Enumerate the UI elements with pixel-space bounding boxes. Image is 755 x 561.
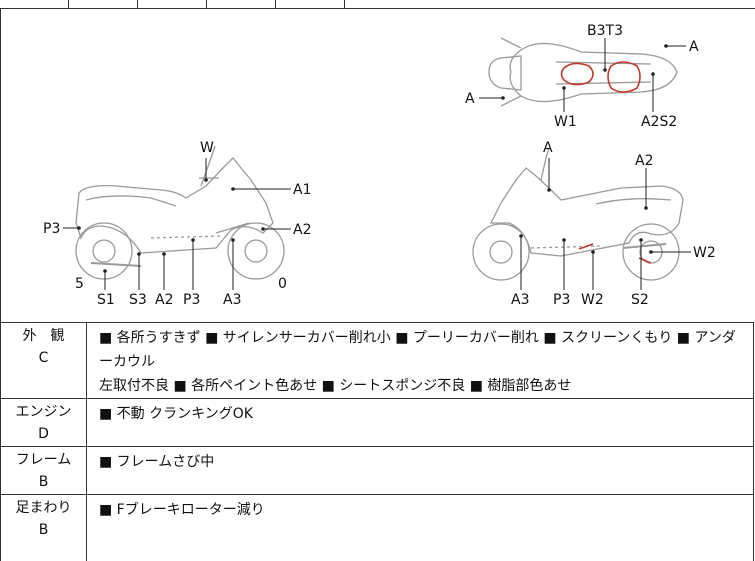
condition-description: ■ Fブレーキローター減り: [99, 498, 745, 522]
label-right: W2: [693, 245, 716, 261]
label-top: A: [465, 91, 475, 107]
condition-row-engine: エンジン D ■ 不動 クランキングOK: [0, 398, 754, 446]
damage-diagram: W A1 A2 P3 5 S1 S3 A2 P3 A3 0 A A2 W2 A3…: [0, 8, 755, 322]
fork: [215, 222, 250, 234]
header-divider: [344, 0, 345, 8]
diagram-labels: W A1 A2 P3 5 S1 S3 A2 P3 A3 0 A A2 W2 A3…: [43, 23, 716, 308]
seat-line: [85, 195, 177, 207]
seat-damage-rear: [607, 61, 641, 93]
label-top: A: [689, 39, 699, 55]
leader-dots: [77, 44, 668, 273]
header-strip: [0, 0, 755, 9]
label-right: W2: [581, 292, 604, 308]
scooter-left-side-view: [75, 145, 285, 280]
grade-label: B: [38, 522, 49, 538]
label-right: P3: [553, 292, 570, 308]
header-divider: [68, 0, 69, 8]
label-left: W: [200, 140, 214, 156]
category-cell: フレーム B: [1, 447, 87, 494]
category-label: エンジン: [15, 404, 72, 420]
damage-mark: [578, 243, 594, 250]
category-label: 外 観: [22, 328, 65, 344]
label-left: P3: [183, 292, 200, 308]
grade-label: B: [38, 474, 49, 490]
body-outline: [489, 167, 684, 257]
category-cell: 足まわり B: [1, 495, 87, 561]
category-label: フレーム: [15, 452, 72, 468]
description-line: ■ 不動 クランキングOK: [99, 406, 253, 422]
seat-line: [595, 198, 672, 205]
label-left: 0: [278, 276, 287, 292]
condition-description: ■ フレームさび中: [99, 450, 745, 474]
front-cowl: [488, 55, 522, 91]
rear-hub: [92, 239, 116, 263]
category-cell: 外 観 C: [1, 323, 87, 398]
front-wheel: [227, 222, 285, 280]
condition-row-suspension: 足まわり B ■ Fブレーキローター減り: [0, 494, 754, 561]
label-left: P3: [43, 221, 60, 237]
handlebar-stem: [200, 145, 216, 187]
condition-description: ■ 各所うすきず ■ サイレンサーカバー削れ小 ■ プーリーカバー削れ ■ スク…: [99, 326, 745, 398]
scooter-diagram-svg: W A1 A2 P3 5 S1 S3 A2 P3 A3 0 A A2 W2 A3…: [43, 23, 716, 308]
description-line: ■ フレームさび中: [99, 454, 215, 470]
label-top: B3T3: [587, 23, 623, 39]
condition-row-frame: フレーム B ■ フレームさび中: [0, 446, 754, 494]
front-wheel: [472, 223, 530, 281]
scooter-right-side-view: [472, 147, 684, 281]
description-line: ■ 各所うすきず ■ サイレンサーカバー削れ小 ■ プーリーカバー削れ ■ スク…: [99, 330, 736, 370]
label-left: A1: [293, 182, 311, 198]
label-left: S1: [97, 292, 115, 308]
seat-damage-front: [560, 62, 594, 86]
step-dashed: [530, 245, 602, 249]
header-divider: [206, 0, 207, 8]
front-hub: [489, 240, 513, 264]
label-left: A2: [155, 292, 173, 308]
category-label: 足まわり: [15, 500, 72, 516]
condition-description: ■ 不動 クランキングOK: [99, 402, 745, 426]
label-top: W1: [554, 114, 577, 130]
handlebar-grips: [500, 37, 522, 107]
header-divider: [137, 0, 138, 8]
body-outline: [509, 42, 678, 103]
muffler: [622, 243, 667, 249]
label-left: A3: [223, 292, 241, 308]
damage-marks-top: [560, 61, 641, 93]
condition-table: 外 観 C ■ 各所うすきず ■ サイレンサーカバー削れ小 ■ プーリーカバー削…: [0, 322, 755, 561]
grade-label: C: [38, 350, 49, 366]
grade-label: D: [38, 426, 49, 442]
body-outline: [75, 157, 274, 254]
condition-row-exterior: 外 観 C ■ 各所うすきず ■ サイレンサーカバー削れ小 ■ プーリーカバー削…: [0, 322, 754, 398]
step-dashed: [150, 235, 222, 239]
description-line: ■ Fブレーキローター減り: [99, 502, 265, 518]
leader-lines: [63, 38, 691, 290]
label-right: S2: [631, 292, 649, 308]
label-right: A2: [635, 153, 653, 169]
label-top: A2S2: [641, 114, 677, 130]
label-right: A3: [511, 292, 529, 308]
front-hub: [244, 239, 268, 263]
header-divider: [275, 0, 276, 8]
label-left: S3: [129, 292, 147, 308]
label-left: A2: [293, 222, 311, 238]
muffler: [90, 262, 142, 267]
handlebar-stem: [540, 147, 550, 181]
rear-wheel: [75, 222, 133, 280]
description-line: 左取付不良 ■ 各所ペイント色あせ ■ シートスポンジ不良 ■ 樹脂部色あせ: [99, 378, 572, 394]
label-left: 5: [75, 276, 84, 292]
category-cell: エンジン D: [1, 399, 87, 446]
scooter-top-view: [488, 37, 678, 107]
label-right: A: [543, 140, 553, 156]
